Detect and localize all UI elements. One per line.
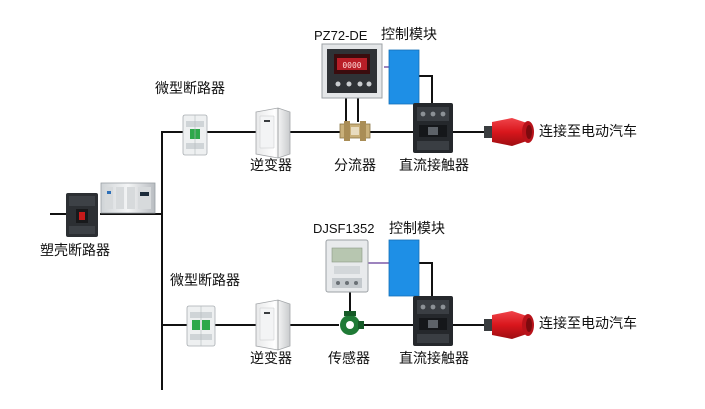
top-ev-plug <box>484 118 534 146</box>
wire-bottom-module-contactor <box>418 262 433 297</box>
main-breaker-label: 塑壳断路器 <box>40 243 110 259</box>
bottom-control-module-label: 控制模块 <box>389 221 445 237</box>
bottom-inverter <box>255 299 291 351</box>
top-mcb <box>182 114 208 156</box>
top-inverter <box>255 107 291 159</box>
top-shunt-label: 分流器 <box>334 158 376 174</box>
bottom-sensor-label: 传感器 <box>328 351 370 367</box>
top-contactor-label: 直流接触器 <box>399 158 469 174</box>
bottom-mcb <box>186 305 216 347</box>
bottom-control-module <box>388 239 420 297</box>
top-inverter-label: 逆变器 <box>250 158 292 174</box>
bottom-ev-plug <box>484 311 534 339</box>
bottom-ev-label: 连接至电动汽车 <box>539 316 637 332</box>
wire-top-module-contactor <box>418 75 433 104</box>
svg-text:0000: 0000 <box>342 61 361 70</box>
top-contactor <box>413 103 453 153</box>
top-control-module-label: 控制模块 <box>381 27 437 43</box>
bottom-contactor <box>413 296 453 346</box>
monitor-module <box>100 182 156 214</box>
top-meter-model-label: PZ72-DE <box>314 28 368 43</box>
bottom-meter <box>325 239 369 293</box>
bottom-inverter-label: 逆变器 <box>250 351 292 367</box>
bottom-contactor-label: 直流接触器 <box>399 351 469 367</box>
bottom-sensor <box>340 311 364 335</box>
bottom-mcb-label: 微型断路器 <box>170 273 240 289</box>
top-mcb-label: 微型断路器 <box>155 81 225 97</box>
bottom-meter-model-label: DJSF1352 <box>313 221 375 236</box>
top-control-module <box>388 49 420 105</box>
molded-case-breaker <box>66 193 98 237</box>
top-shunt <box>339 121 371 141</box>
top-ev-label: 连接至电动汽车 <box>539 124 637 140</box>
top-meter: 0000 <box>321 43 383 99</box>
